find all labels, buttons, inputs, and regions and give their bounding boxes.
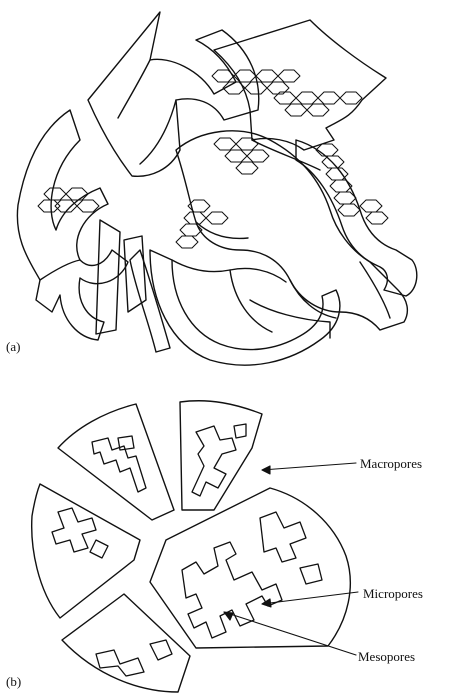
particle-wedge-right [150, 488, 350, 648]
mesopores-label: Mesopores [358, 650, 415, 663]
panel-b-label: (b) [6, 675, 21, 688]
arrow-micropores [262, 592, 358, 604]
panel-a-sheets [17, 12, 416, 365]
particle-wedge-bottom [62, 594, 190, 692]
panel-b-particle [32, 401, 358, 692]
panel-a-label: (a) [6, 340, 20, 353]
sheet-right-ribbon [296, 140, 417, 296]
particle-wedge-left [32, 484, 140, 618]
sheet-central [176, 131, 407, 330]
macropores-label: Macropores [360, 457, 422, 470]
micropores-label: Micropores [363, 587, 423, 600]
pore-channels [52, 424, 322, 676]
arrow-macropores [262, 463, 356, 470]
